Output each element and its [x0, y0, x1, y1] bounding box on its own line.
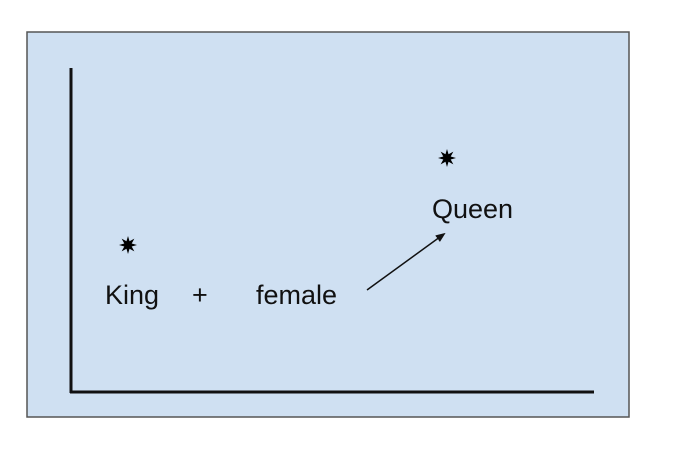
king-label: King	[105, 280, 159, 310]
transform-arrow	[366, 232, 446, 291]
diagram-panel	[26, 31, 630, 418]
plus-sign: +	[192, 280, 208, 310]
queen-label: Queen	[432, 194, 513, 224]
king-point-star-burst-icon	[119, 236, 137, 254]
queen-point-star-burst-icon	[438, 149, 456, 167]
female-label: female	[256, 280, 337, 310]
